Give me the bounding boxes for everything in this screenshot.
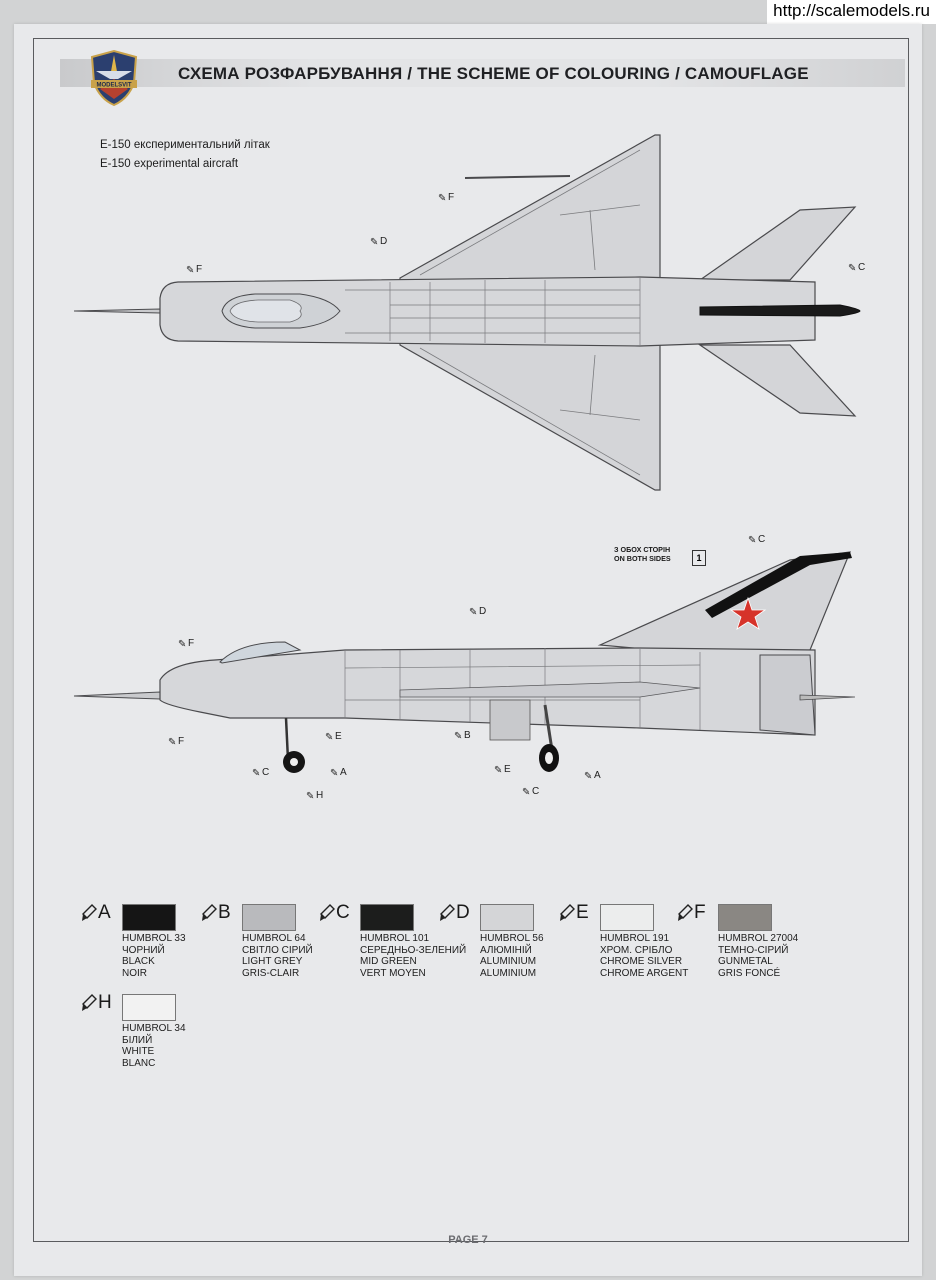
decal-note-en: ON BOTH SIDES [614,554,671,563]
callout-side-nose-tyre: ✎A [330,767,347,779]
paint-code: HUMBROL 101 [360,933,430,944]
colour-name-ua: БІЛИЙ [122,1034,153,1046]
callout-side-nose-strut: ✎E [325,731,342,743]
colour-name-fr: BLANC [122,1057,156,1069]
logo-text: MODELSVIT [96,83,131,89]
paint-code: HUMBROL 33 [122,933,186,944]
colour-name-fr: NOIR [122,967,147,979]
colour-swatch [480,904,534,931]
side-view-aircraft [73,551,856,773]
colour-name-fr: VERT MOYEN [360,967,426,979]
paint-code: HUMBROL 56 [480,933,544,944]
colour-name-fr: GRIS-CLAIR [242,967,300,979]
decal-note: З ОБОХ СТОРІН ON BOTH SIDES [614,545,671,563]
page-number: PAGE 7 [448,1234,488,1246]
decal-number: 1 [692,550,706,566]
legend-letter: F [694,902,706,923]
watermark-url[interactable]: http://scalemodels.ru [767,0,936,24]
paint-brush-icon [320,904,335,921]
callout-side-gear-bay: ✎B [454,730,471,742]
colour-swatch [718,904,772,931]
paint-code: HUMBROL 191 [600,933,670,944]
page-frame [33,38,909,1242]
colour-name-ua: СВІТЛО СІРИЙ [242,944,313,956]
callout-top-exhaust: ✎C [848,262,866,274]
top-view-aircraft [73,134,861,491]
callout-side-nose-wheel: ✎H [306,790,324,802]
colour-swatch [122,994,176,1021]
legend-letter: D [456,902,470,923]
paint-brush-icon [202,904,217,921]
paint-code: HUMBROL 34 [122,1023,186,1034]
aircraft-drawings [73,134,861,773]
decal-note-ua: З ОБОХ СТОРІН [614,545,671,554]
callout-side-nose-hub: ✎C [252,767,270,779]
colour-name-ua: ХРОМ. СРІБЛО [600,944,673,956]
callout-side-fin-tip: ✎C [748,534,766,546]
paint-brush-icon [560,904,575,921]
paint-brush-icon [82,904,97,921]
colour-name-fr: GRIS FONCÉ [718,967,781,979]
callout-top-antenna: ✎F [438,192,455,204]
colour-swatch [600,904,654,931]
callout-side-fuselage: ✎D [469,606,487,618]
colour-name-en: MID GREEN [360,956,417,967]
colour-name-fr: ALUMINIUM [480,967,537,979]
colour-swatch [122,904,176,931]
callout-side-main-strut: ✎E [494,764,511,776]
paint-code: HUMBROL 27004 [718,933,799,944]
colour-name-ua: АЛЮМІНІЙ [480,944,532,956]
callout-top-fuselage: ✎D [370,236,388,248]
callout-side-main-tyre: ✎A [584,770,601,782]
callout-top-nose: ✎F [186,264,203,276]
header-band [60,59,905,87]
colour-name-en: ALUMINIUM [480,956,537,967]
page-header: MODELSVIT СХЕМА РОЗФАРБУВАННЯ / THE SCHE… [54,49,906,108]
colour-swatch [242,904,296,931]
colour-name-ua: СЕРЕДНЬО-ЗЕЛЕНИЙ [360,944,467,956]
legend-letter: A [98,902,111,923]
colour-name-ua: ЧОРНИЙ [122,944,165,956]
callout-side-nose: ✎F [178,638,195,650]
aircraft-caption: E-150 експериментальний літак E-150 expe… [100,136,270,174]
paint-brush-icon [678,904,693,921]
colour-name-en: CHROME SILVER [600,956,683,967]
callout-side-pitot-base: ✎F [168,736,185,748]
colour-swatch [360,904,414,931]
aircraft-name-en: E-150 experimental aircraft [100,158,239,170]
colour-name-en: LIGHT GREY [242,956,303,967]
paint-code: HUMBROL 64 [242,933,306,944]
paint-brush-icon [440,904,455,921]
colour-name-en: GUNMETAL [718,956,773,967]
modelsvit-logo: MODELSVIT [90,49,138,107]
colour-name-ua: ТЕМНО-СІРИЙ [718,944,789,956]
legend-letter: B [218,902,231,923]
colour-name-en: BLACK [122,956,155,967]
callout-side-main-hub: ✎C [522,786,540,798]
page-title: СХЕМА РОЗФАРБУВАННЯ / THE SCHEME OF COLO… [178,64,809,83]
aircraft-name-ua: E-150 експериментальний літак [100,139,270,151]
paint-brush-icon [82,994,97,1011]
legend-letter: H [98,992,112,1013]
legend-letter: E [576,902,589,923]
colour-name-fr: CHROME ARGENT [600,967,689,979]
colour-name-en: WHITE [122,1046,155,1057]
instruction-page: MODELSVIT СХЕМА РОЗФАРБУВАННЯ / THE SCHE… [14,24,922,1276]
legend-letter: C [336,902,350,923]
